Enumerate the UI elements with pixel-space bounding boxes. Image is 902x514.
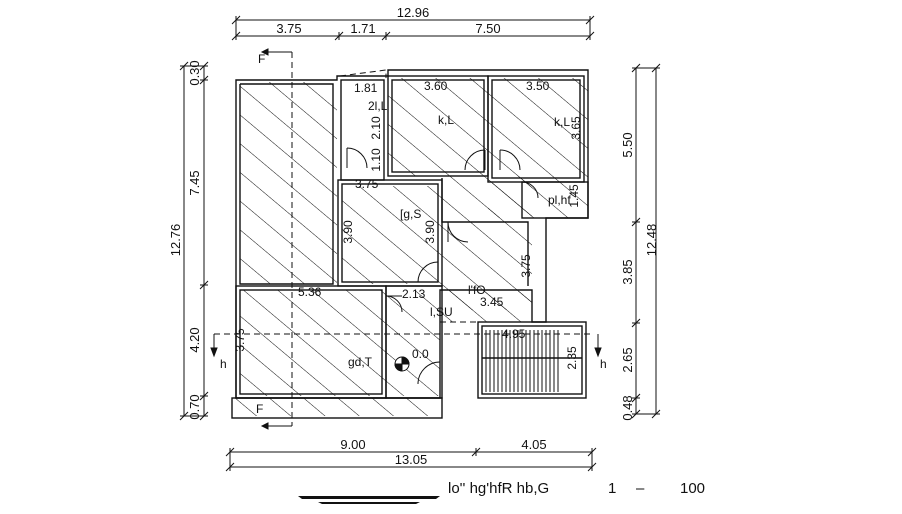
title-underline <box>298 496 440 504</box>
room-dim-1-10: 1.10 <box>369 148 383 172</box>
room-dim-3-90-b: 3.90 <box>423 220 437 244</box>
bottom-dimension-lines <box>225 447 597 472</box>
door-swings <box>346 147 539 385</box>
right-dimension-lines <box>631 63 661 419</box>
dim-left-top: 0.30 <box>187 60 202 85</box>
dim-top-c: 7.50 <box>475 21 500 36</box>
scale-dash: – <box>636 480 645 497</box>
room-dim-3-75-b: 3.75 <box>519 254 533 278</box>
dim-bottom-a: 9.00 <box>340 437 365 452</box>
section-mark-f-bottom: F <box>256 402 263 416</box>
section-mark-f-top: F <box>258 52 265 66</box>
room-label-kl-2: k,L <box>554 115 570 129</box>
room-label-gs: [g,S <box>400 207 421 221</box>
drawing-title: lo'' hg'hfR hb,G <box>448 480 549 497</box>
room-label-kl: k,L <box>438 113 454 127</box>
dim-right-bottom: 0.48 <box>620 395 635 420</box>
walls <box>231 69 589 419</box>
room-label-2l: 2l,L <box>368 99 388 113</box>
room-dim-5-36: 5.36 <box>298 285 322 299</box>
room-dim-2-10: 2.10 <box>369 116 383 140</box>
dim-right-mid: 3.85 <box>620 259 635 284</box>
dim-bottom-total: 13.05 <box>395 452 428 467</box>
dim-right-top: 5.50 <box>620 132 635 157</box>
room-dim-3-75: 3.75 <box>355 177 379 191</box>
dim-top-b: 1.71 <box>350 21 375 36</box>
section-mark-h-right: h <box>600 357 607 371</box>
section-lines <box>214 52 590 426</box>
room-dim-2-35: 2.35 <box>565 346 579 370</box>
dim-top-total: 12.96 <box>397 5 430 20</box>
left-dimension-lines <box>179 61 209 421</box>
room-label-lsu: l,SU <box>430 305 453 319</box>
hatched-areas <box>236 78 588 416</box>
room-dim-4-95: 4.95 <box>502 327 526 341</box>
section-mark-h-left: h <box>220 357 227 371</box>
room-dim-3-75-c: 3.75 <box>233 328 247 352</box>
room-dim-1-81: 1.81 <box>354 81 378 95</box>
room-label-pl: pl,hf <box>548 193 571 207</box>
room-dim-3-90-a: 3.90 <box>341 220 355 244</box>
room-label-ifo: l'fO <box>468 283 486 297</box>
dim-right-total: 12.48 <box>644 224 659 257</box>
dim-bottom-b: 4.05 <box>521 437 546 452</box>
dim-left-total: 12.76 <box>168 224 183 257</box>
room-dim-2-13: 2.13 <box>402 287 426 301</box>
scale-a: 1 <box>608 480 616 497</box>
room-label-gdt: gd,T <box>348 355 373 369</box>
room-dim-0-0: 0.0 <box>412 347 429 361</box>
scale-b: 100 <box>680 480 705 497</box>
staircase <box>482 330 582 392</box>
room-dim-3-65: 3.65 <box>569 116 583 140</box>
dim-left-bottom: 0.70 <box>187 394 202 419</box>
dim-right-low: 2.65 <box>620 347 635 372</box>
top-dimension-lines <box>231 15 595 41</box>
dim-left-mid: 7.45 <box>187 170 202 195</box>
dim-top-a: 3.75 <box>276 21 301 36</box>
room-dim-1-45: 1.45 <box>567 184 581 208</box>
section-arrows <box>210 48 602 430</box>
dim-left-low: 4.20 <box>187 327 202 352</box>
room-dim-3-50: 3.50 <box>526 79 550 93</box>
room-dim-3-60: 3.60 <box>424 79 448 93</box>
room-dim-3-45: 3.45 <box>480 295 504 309</box>
level-marker <box>394 356 410 372</box>
